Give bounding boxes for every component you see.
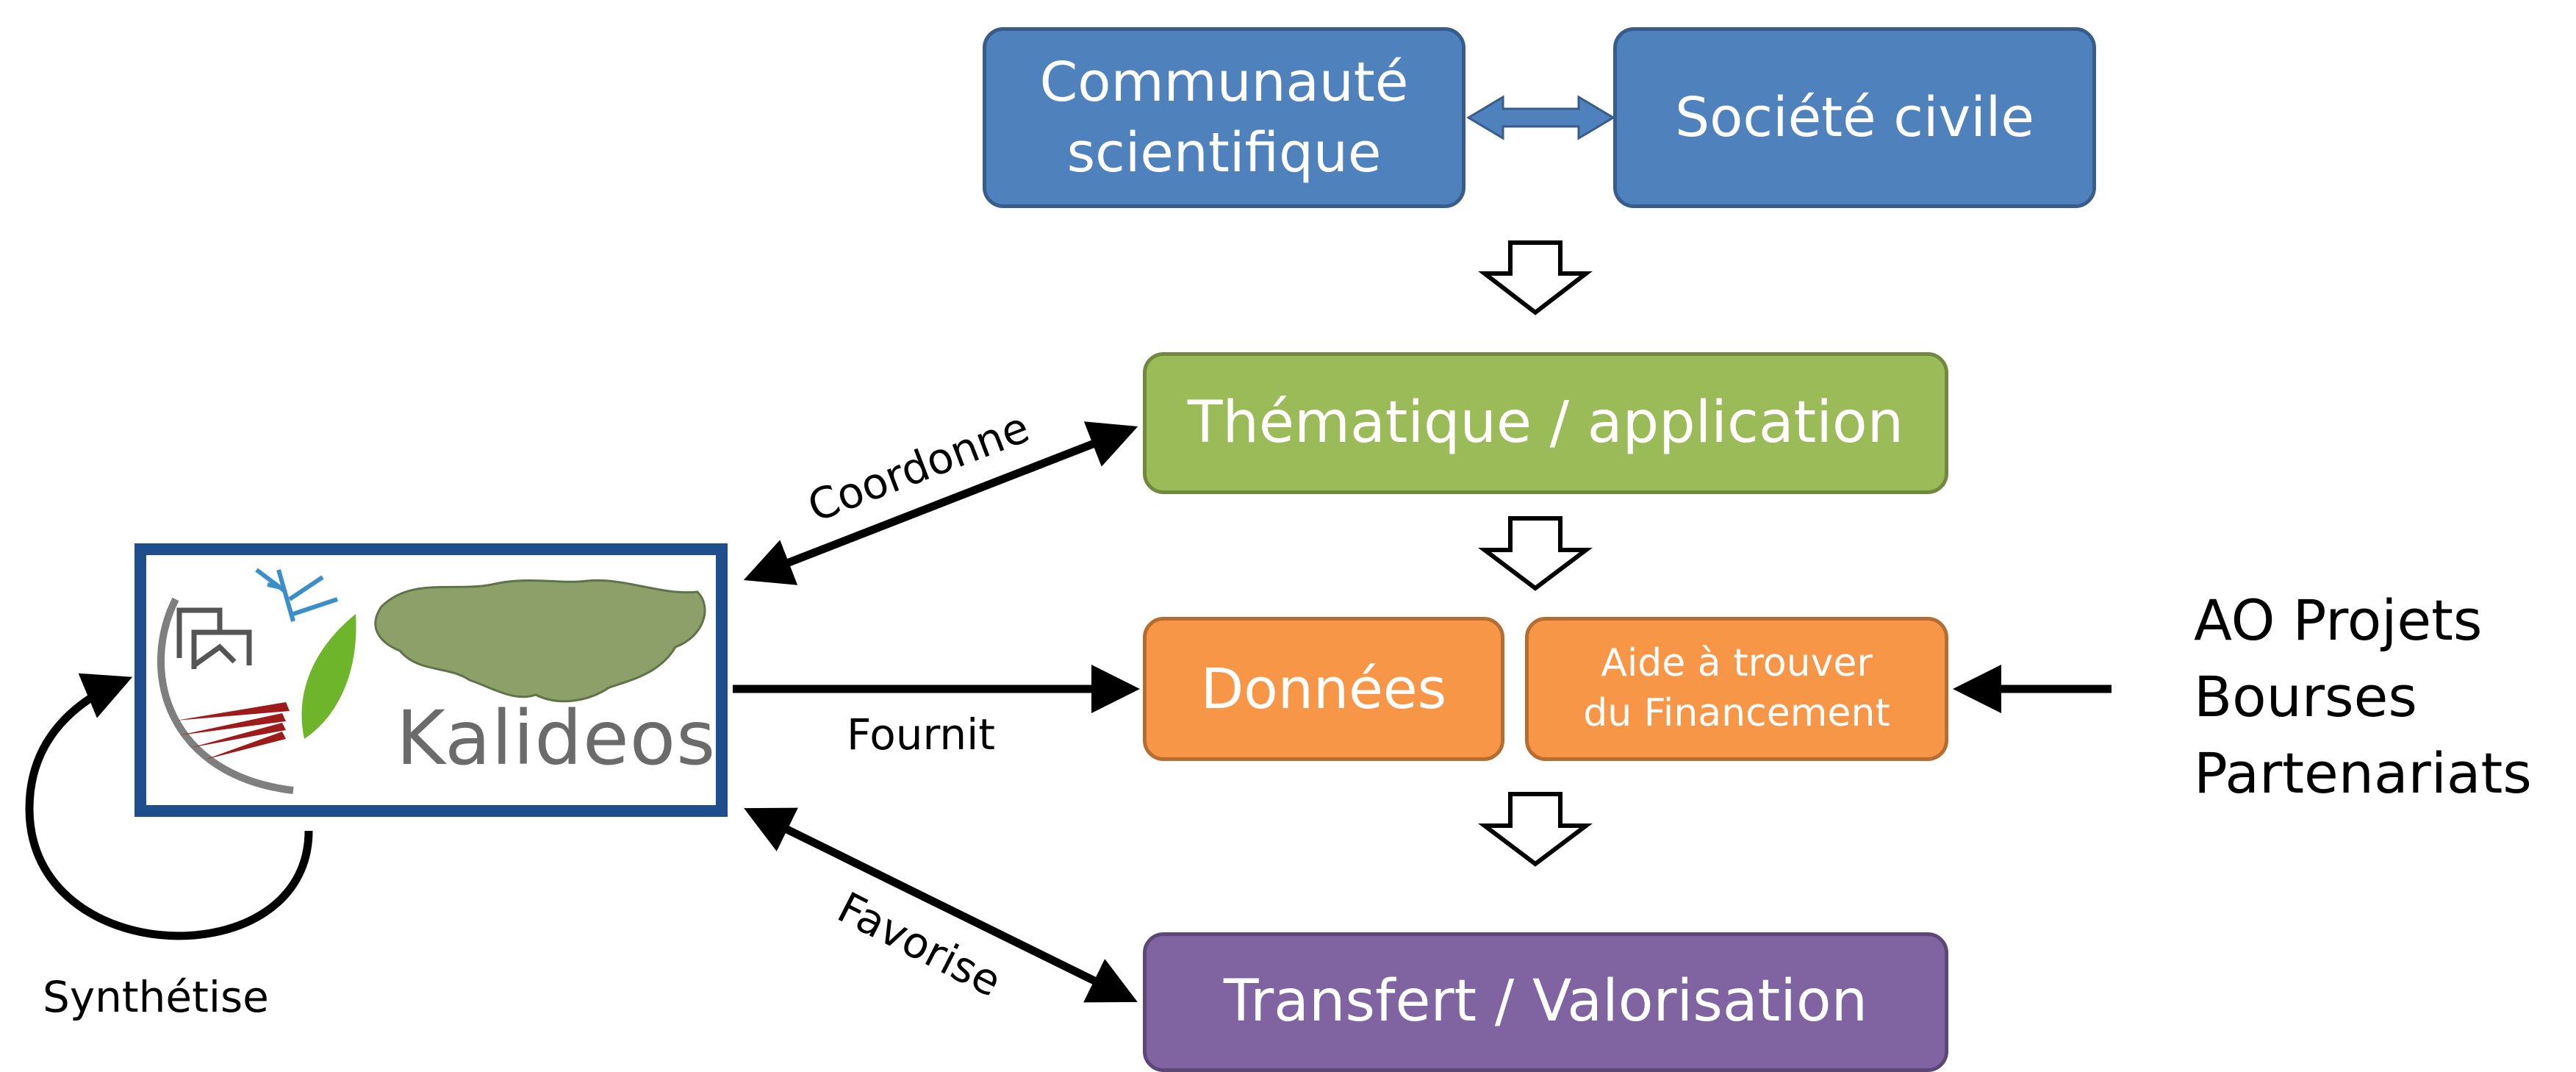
transfert-valorisation-label: Transfert / Valorisation — [1223, 968, 1868, 1035]
transfert-valorisation-box: Transfert / Valorisation — [1143, 932, 1948, 1072]
donnees-box: Données — [1143, 617, 1504, 761]
societe-civile-label: Société civile — [1675, 85, 2034, 149]
logo-green-leaf — [301, 614, 356, 739]
logo-red-fields — [176, 702, 290, 760]
fournit-label: Fournit — [847, 710, 995, 760]
communaute-scientifique-label: Communauté scientifique — [1039, 50, 1409, 185]
thematique-application-label: Thématique / application — [1187, 389, 1904, 456]
favorise-arrow — [744, 807, 1138, 1003]
synthetise-label: Synthétise — [43, 972, 269, 1022]
thematique-application-box: Thématique / application — [1143, 352, 1948, 494]
logo-arc — [157, 597, 294, 794]
funding-source-bourses: Bourses — [2194, 664, 2417, 729]
down-arrow-1 — [1478, 240, 1593, 315]
kalideos-logo: Kalideos — [134, 543, 728, 817]
funding-source-ao-projets: AO Projets — [2194, 587, 2483, 653]
down-arrow-3 — [1478, 792, 1593, 867]
societe-civile-box: Société civile — [1613, 27, 2096, 208]
logo-blue-branches — [255, 568, 338, 622]
logo-island-map — [374, 579, 706, 703]
donnees-label: Données — [1200, 655, 1447, 721]
kalideos-logo-text: Kalideos — [396, 695, 717, 782]
down-arrow-2 — [1478, 516, 1593, 591]
communaute-scientifique-box: Communauté scientifique — [983, 27, 1465, 208]
funding-sources-list: AO Projets Bourses Partenariats — [2194, 582, 2532, 812]
kalideos-logo-graphic — [157, 568, 706, 794]
coordonne-arrow — [743, 421, 1138, 585]
synthetise-loop-arrow — [25, 673, 313, 940]
aide-financement-label: Aide à trouver du Financement — [1583, 641, 1890, 735]
aide-financement-box: Aide à trouver du Financement — [1525, 617, 1948, 761]
funding-source-partenariats: Partenariats — [2194, 740, 2532, 806]
logo-house-icon — [176, 607, 252, 669]
bidirectional-arrow-communaute-societe — [1466, 95, 1615, 140]
